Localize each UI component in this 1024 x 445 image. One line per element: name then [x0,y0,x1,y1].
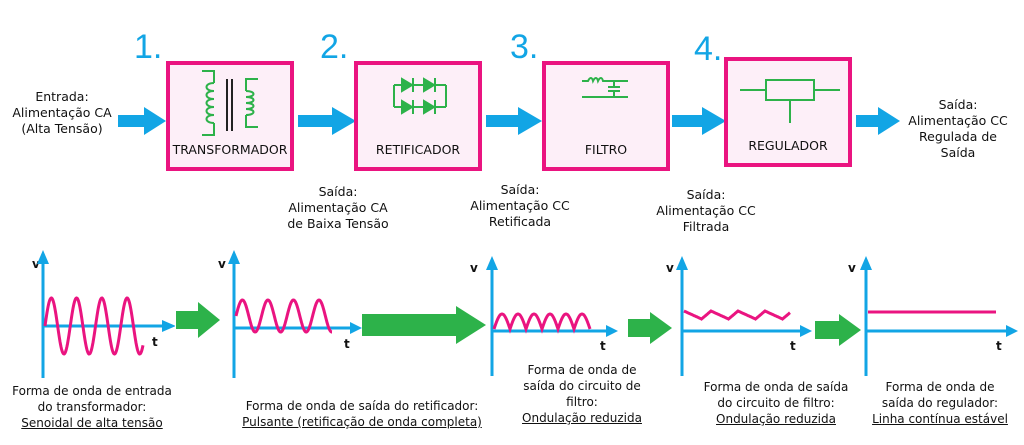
flow-arrow-3-4 [672,107,726,135]
regulator-icon [740,79,840,123]
x-axis-label: t [600,339,606,353]
caption-highlight: Pulsante (retificação de onda completa) [242,415,482,429]
caption-line: do circuito de filtro: [717,396,835,410]
y-axis-label: v [666,261,674,275]
flow-arrow-output [856,107,900,135]
rectifier-block: RETIFICADOR [354,61,482,171]
filter-block: FILTRO [542,61,670,171]
caption-highlight: Senoidal de alta tensão [21,416,163,430]
output-line: Filtrada [682,219,730,234]
final-output-label: Saída: Alimentação CC Regulada de Saída [898,97,1018,161]
input-label-line: Alimentação CA [12,105,112,120]
caption-line: Forma de onda de saída do retificador: [245,399,479,413]
caption-line: filtro: [566,395,598,409]
output-line: Retificada [488,214,552,229]
regulator-block: REGULADOR [724,57,852,167]
waveform-caption-2: Forma de onda de saída do retificador: P… [222,398,502,430]
waveform-caption-5: Forma de onda de saída do regulador: Lin… [866,379,1014,427]
input-label-line: (Alta Tensão) [21,121,103,136]
caption-highlight: Ondulação reduzida [522,411,642,425]
y-axis-label: v [470,261,478,275]
caption-line: saída do regulador: [881,396,999,410]
transformer-output-label: Saída: Alimentação CA de Baixa Tensão [268,184,408,232]
wave-arrow-4 [815,314,861,346]
y-axis-label: v [32,257,40,271]
waveform-line [43,296,145,356]
input-label-line: Entrada: [35,89,89,104]
input-label: Entrada: Alimentação CA (Alta Tensão) [2,89,122,137]
caption-line: do transformador: [37,400,147,414]
output-line: de Baixa Tensão [287,216,389,231]
final-output-line: Saída [940,145,976,160]
waveform-graph-sine-low: v t [218,250,362,378]
output-line: Saída: [500,182,540,197]
lc-filter-icon [582,77,628,98]
step-number-3: 3. [510,28,539,66]
transformer-icon [202,70,258,136]
flow-arrow-1-2 [298,107,356,135]
output-line: Saída: [318,184,358,199]
rectifier-output-label: Saída: Alimentação CC Retificada [450,182,590,230]
caption-highlight: Ondulação reduzida [716,412,836,426]
x-axis-label: t [996,339,1002,353]
waveform-caption-1: Forma de onda de entrada do transformado… [2,383,182,431]
flow-arrow-2-3 [486,107,542,135]
filter-label: FILTRO [584,142,628,157]
rectifier-label: RETIFICADOR [375,142,461,157]
x-axis-label: t [344,337,350,351]
waveform-line [492,312,592,334]
final-output-line: Alimentação CC [908,113,1008,128]
output-line: Alimentação CC [656,203,756,218]
caption-highlight: Linha contínua estável [872,412,1008,426]
wave-arrow-1 [176,302,220,338]
final-output-line: Regulada de [919,129,997,144]
wave-arrow-3 [628,312,672,344]
waveform-caption-3: Forma de onda de saída do circuito de fi… [512,362,652,426]
caption-line: Forma de onda de [885,380,995,394]
waveform-caption-4: Forma de onda de saída do circuito de fi… [696,379,856,427]
output-line: Saída: [686,187,726,202]
step-number-1: 1. [134,28,163,66]
bridge-rectifier-icon [393,77,447,115]
output-line: Alimentação CA [288,200,388,215]
caption-line: Forma de onda de [527,363,637,377]
transformer-label: TRANSFORMADOR [172,142,288,157]
waveform-graph-sine-high: v t [32,250,175,378]
caption-line: Forma de onda de saída [703,380,849,394]
regulator-label: REGULADOR [748,138,828,153]
waveform-graph-rectified: v t [470,256,618,376]
output-line: Alimentação CC [470,198,570,213]
step-number-4: 4. [694,30,723,68]
step-number-2: 2. [320,28,349,66]
wave-arrow-2 [362,306,486,344]
y-axis-label: v [848,261,856,275]
waveform-graph-flat-dc: v t [848,256,1018,376]
y-axis-label: v [218,257,226,271]
caption-line: saída do circuito de [523,379,641,393]
waveform-graph-ripple: v t [666,256,812,376]
transformer-block: TRANSFORMADOR [166,61,294,171]
waveform-line [234,298,333,334]
x-axis-label: t [152,335,158,349]
final-output-line: Saída: [938,97,978,112]
flow-arrow-input [118,107,166,135]
filter-output-label: Saída: Alimentação CC Filtrada [636,187,776,235]
x-axis-label: t [790,339,796,353]
waveform-line [683,309,791,321]
caption-line: Forma de onda de entrada [12,384,172,398]
